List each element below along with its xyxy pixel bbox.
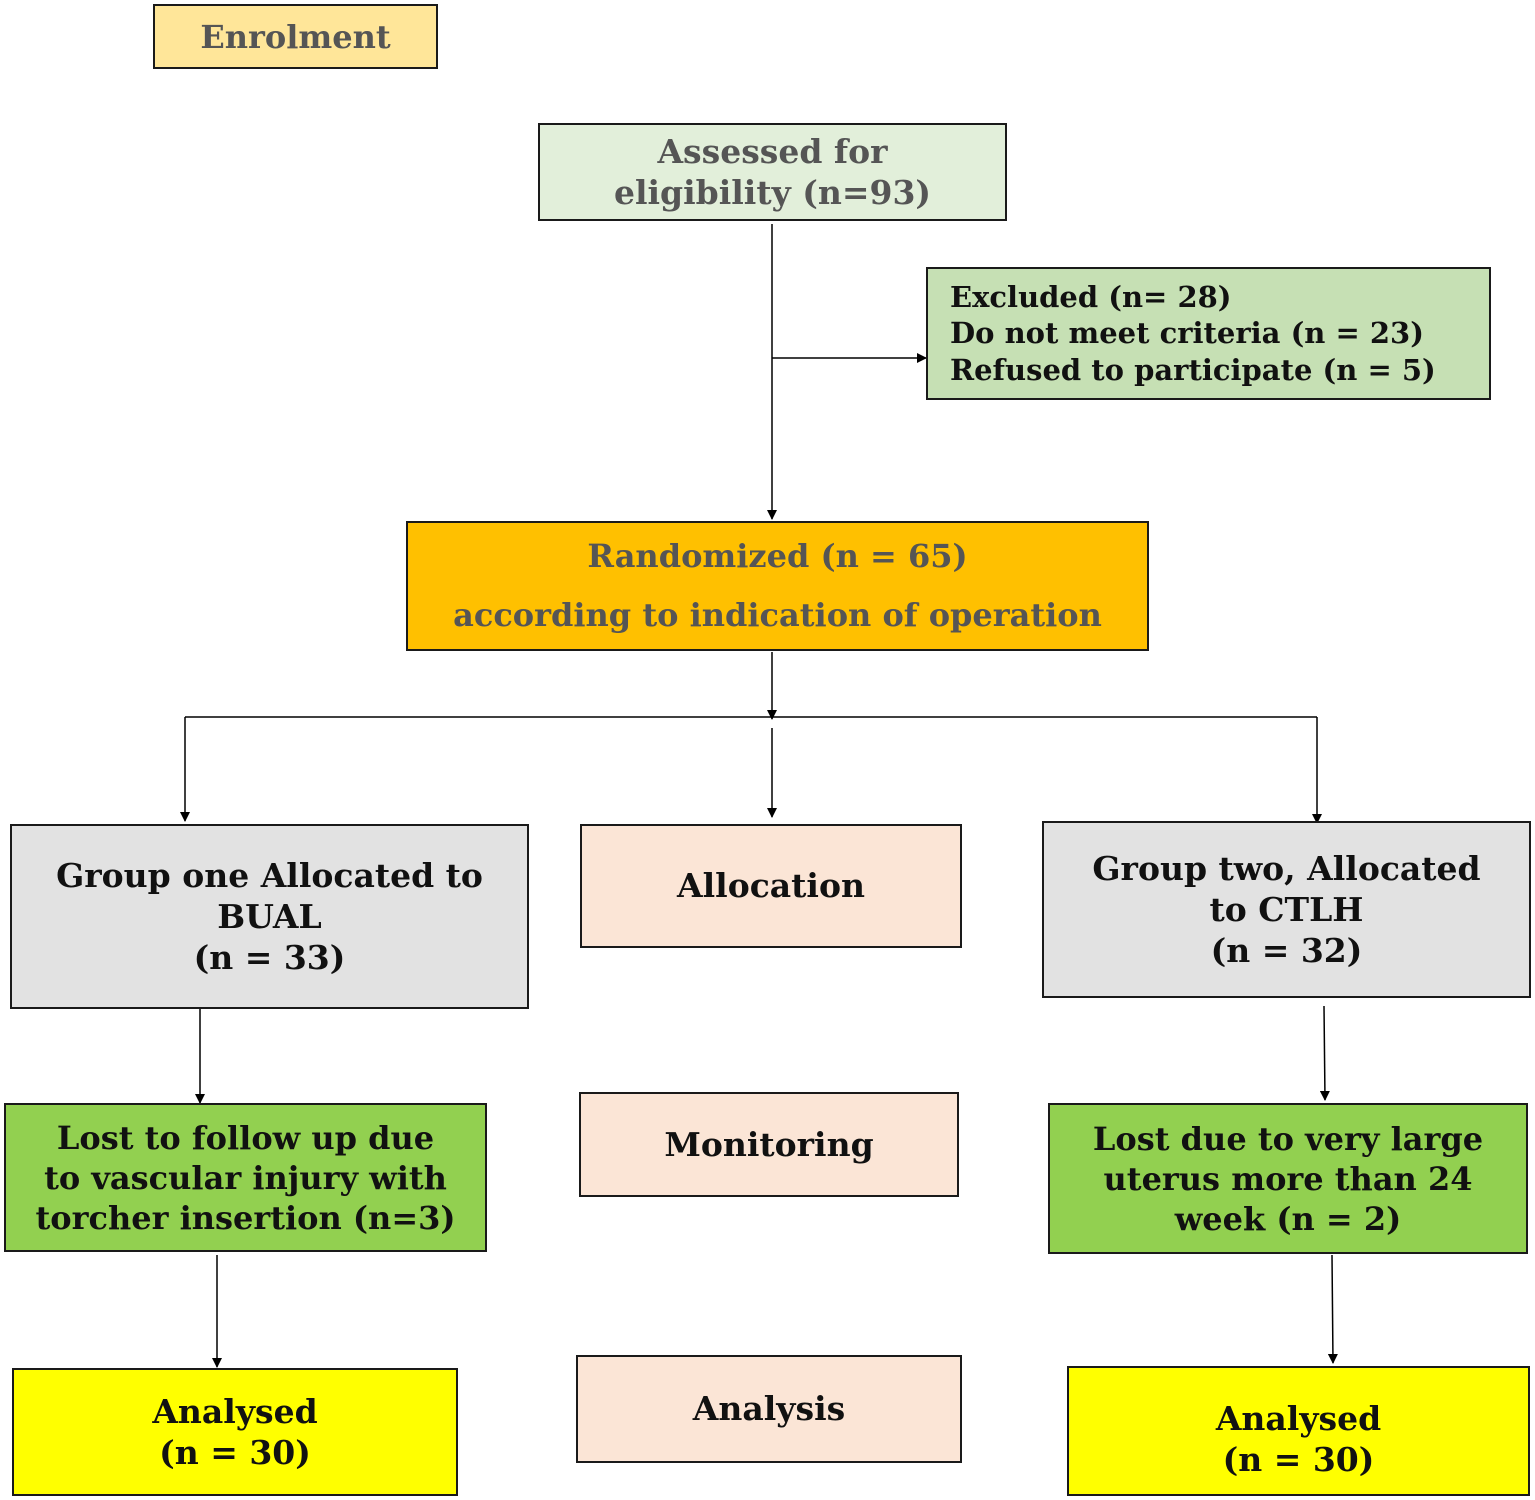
analysed-group-two-box: Analysed (n = 30) (1067, 1366, 1530, 1496)
enrolment-label: Enrolment (200, 17, 391, 56)
randomized-box: Randomized (n = 65) according to indicat… (406, 521, 1149, 651)
analysed-one-line-2: (n = 30) (159, 1433, 311, 1472)
lost-one-line-2: to vascular injury with (44, 1158, 447, 1197)
assessed-box: Assessed for eligibility (n=93) (538, 123, 1007, 221)
allocation-stage-box: Allocation (580, 824, 962, 948)
assessed-line-2: eligibility (n=93) (613, 173, 932, 212)
group-two-line-1: Group two, Allocated (1092, 848, 1481, 888)
analysed-two-line-2: (n = 30) (1222, 1440, 1375, 1479)
excluded-line-2: Do not meet criteria (n = 23) (950, 316, 1424, 351)
lost-one-line-3: torcher insertion (n=3) (35, 1198, 456, 1237)
arrow-lost-two-to-analysed (1327, 1254, 1338, 1364)
group-one-line-2: BUAL (217, 896, 322, 936)
group-two-box: Group two, Allocated to CTLH (n = 32) (1042, 821, 1531, 998)
excluded-line-1: Excluded (n= 28) (950, 280, 1232, 315)
group-one-line-1: Group one Allocated to (56, 855, 483, 895)
analysed-one-line-1: Analysed (152, 1391, 318, 1431)
enrolment-stage-box: Enrolment (153, 4, 438, 69)
lost-group-one-box: Lost to follow up due to vascular injury… (4, 1103, 487, 1252)
group-one-line-3: (n = 33) (193, 938, 346, 978)
monitoring-label: Monitoring (664, 1124, 874, 1164)
analysis-stage-box: Analysis (576, 1355, 962, 1463)
analysed-group-one-box: Analysed (n = 30) (12, 1368, 458, 1496)
lost-two-line-3: week (n = 2) (1174, 1199, 1402, 1238)
excluded-box: Excluded (n= 28) Do not meet criteria (n… (926, 267, 1491, 400)
excluded-line-3: Refused to participate (n = 5) (950, 352, 1436, 387)
randomized-line-1: Randomized (n = 65) (587, 536, 968, 575)
analysis-label: Analysis (692, 1389, 846, 1429)
group-two-line-2: to CTLH (1209, 889, 1364, 929)
lost-group-two-box: Lost due to very large uterus more than … (1048, 1103, 1528, 1254)
assessed-line-1: Assessed for (657, 131, 888, 171)
group-two-line-3: (n = 32) (1210, 931, 1363, 971)
arrow-group-two-to-lost (1319, 1005, 1330, 1101)
monitoring-stage-box: Monitoring (579, 1092, 959, 1197)
lost-two-line-2: uterus more than 24 (1103, 1159, 1473, 1198)
group-one-box: Group one Allocated to BUAL (n = 33) (10, 824, 529, 1009)
analysed-two-line-1: Analysed (1215, 1398, 1382, 1438)
randomized-line-2: according to indication of operation (453, 596, 1102, 634)
lost-two-line-1: Lost due to very large (1092, 1119, 1484, 1158)
lost-one-line-1: Lost to follow up due (56, 1118, 435, 1157)
allocation-label: Allocation (677, 866, 865, 906)
